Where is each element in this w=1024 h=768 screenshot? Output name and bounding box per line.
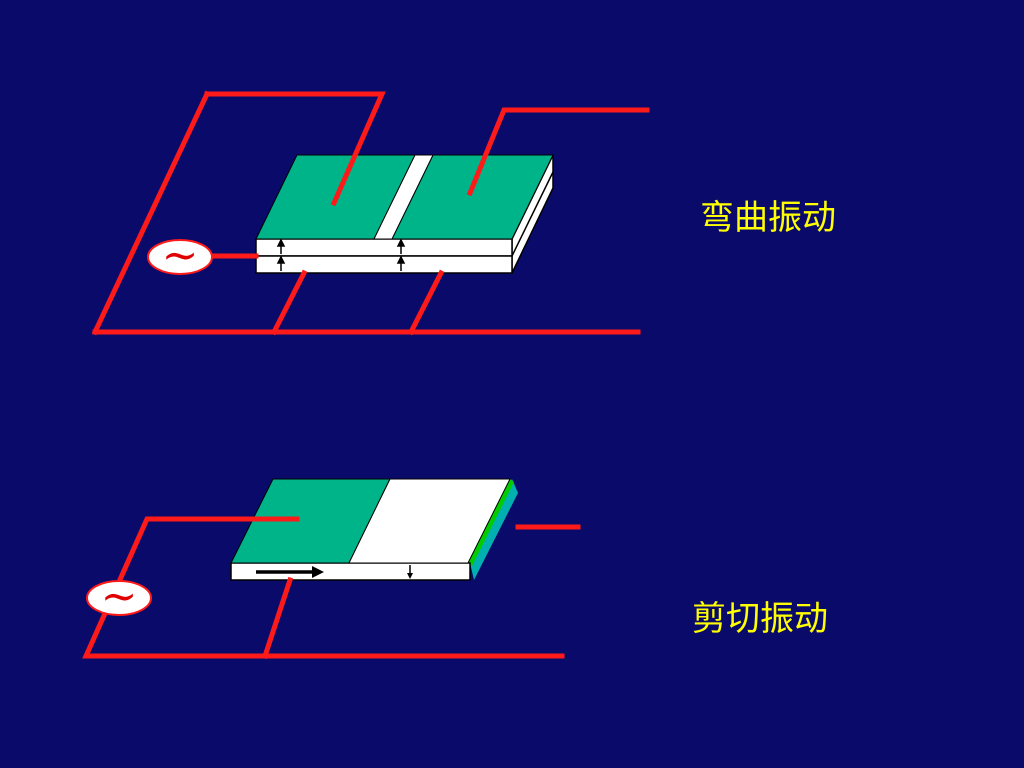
shear-vibration-diagram: ~ [82,478,581,660]
bending-wire-top-right [466,107,650,197]
shear-side-electrode-cyan [470,479,518,580]
shear-side-electrode-green [468,479,514,566]
bending-plate-lower-layer [255,255,513,274]
bending-wire-top-left [204,91,386,207]
shear-top-bare-face [348,478,511,564]
bending-plate [255,154,554,274]
shear-vibration-label: 剪切振动 [692,599,828,639]
bending-electrode-gap [373,154,434,240]
bending-vibration-diagram: ~ [91,90,650,336]
shear-wire-bottom-link [261,576,294,660]
ac-source-symbol: ~ [162,230,199,281]
bending-wires [91,90,650,336]
arrow-icon [396,255,406,264]
ac-source-symbol: ~ [101,571,138,622]
shear-plate [230,478,518,581]
arrow-icon [276,238,286,247]
arrow-icon [256,566,324,578]
arrow-icon [276,255,286,264]
bending-wire-bottom-link-2 [407,269,445,336]
bending-wire-bottom-link-1 [270,269,308,336]
bending-plate-upper-layer [255,238,513,257]
bending-wire-left-diagonal [91,90,211,336]
bending-vibration-label: 弯曲振动 [700,198,836,238]
arrow-icon [396,238,406,247]
ac-voltage-source-icon: ~ [147,230,213,281]
ac-voltage-source-icon: ~ [86,571,152,622]
bending-plate-side-divider [511,171,554,257]
arrow-icon [407,565,413,579]
